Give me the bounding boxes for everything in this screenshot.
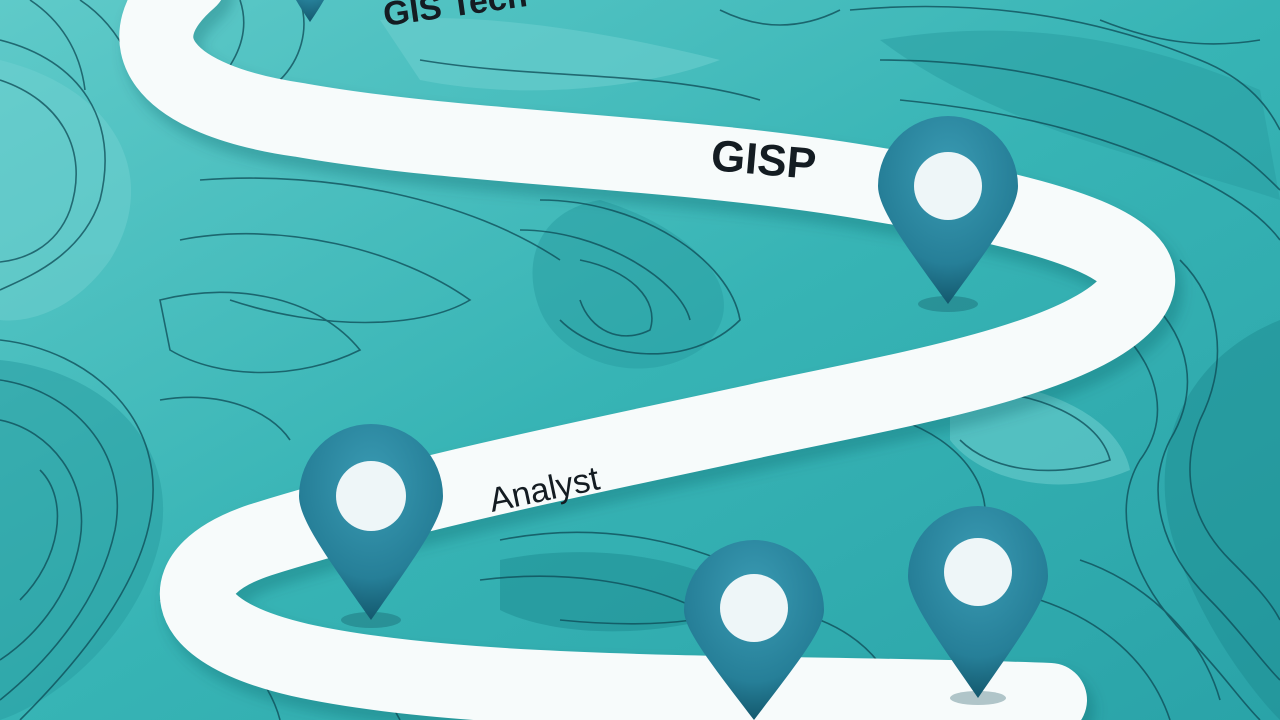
road-label-gisp: GISP xyxy=(709,131,818,189)
career-road xyxy=(119,0,1176,720)
map-pin-icon[interactable] xyxy=(878,116,1018,312)
map-pin-icon[interactable] xyxy=(908,506,1048,705)
map-pin-icon[interactable] xyxy=(684,540,824,720)
map-pin-icon[interactable] xyxy=(299,424,443,628)
map-pin-icon[interactable] xyxy=(280,0,340,22)
